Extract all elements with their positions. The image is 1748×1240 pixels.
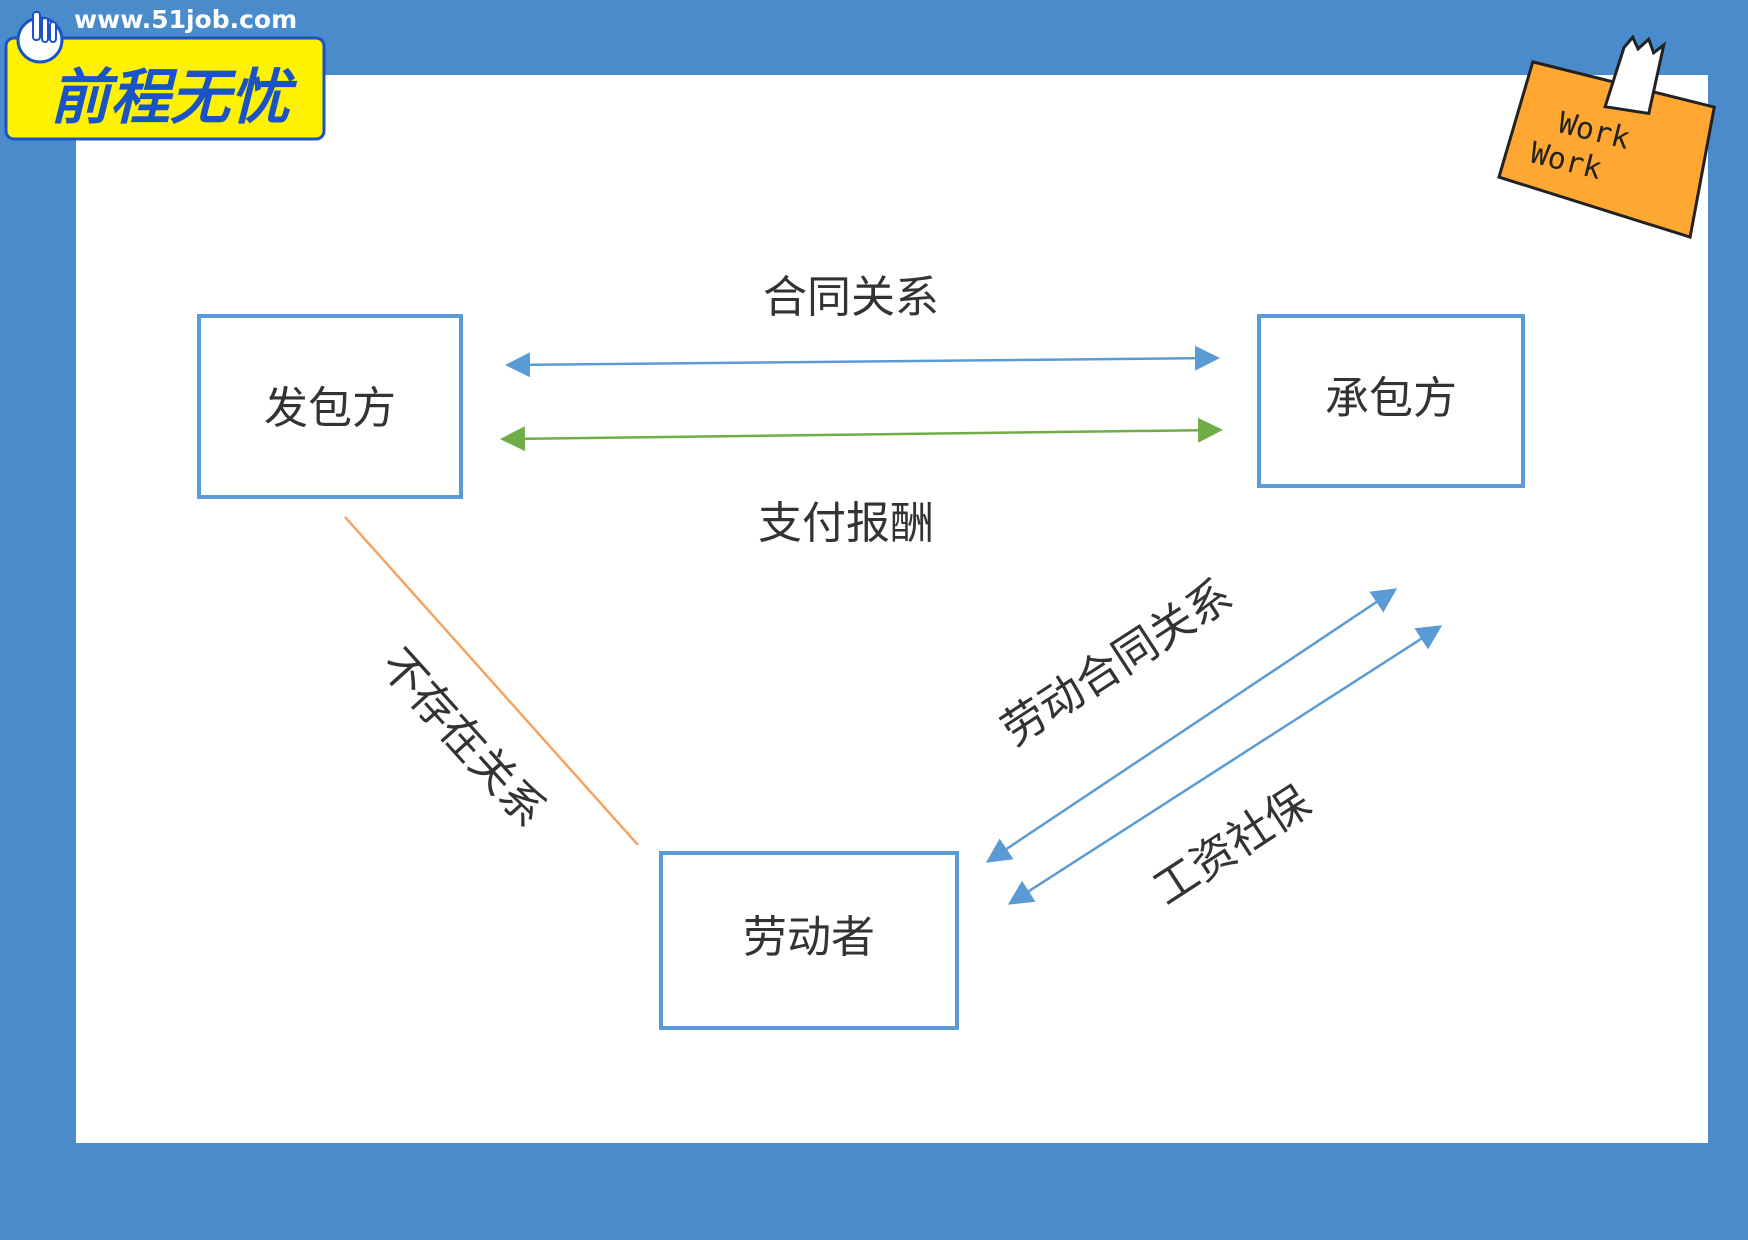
node-label: 发包方 (264, 383, 396, 434)
hand-cursor-icon (16, 11, 64, 64)
logo-url: www.51job.com (74, 5, 297, 34)
contract-arrow (505, 345, 1220, 378)
node-box (659, 851, 959, 1030)
tape-icon (1603, 34, 1667, 116)
node-contractor-issuer: 发包方 (197, 314, 463, 499)
diagram-panel (76, 75, 1708, 1143)
wage-arrow (1007, 625, 1443, 905)
payment-arrow (500, 417, 1223, 452)
node-label: 劳动者 (743, 912, 875, 963)
logo-background (4, 36, 326, 141)
contract-relation-label: 合同关系 (763, 272, 939, 323)
node-contractor: 承包方 (1257, 314, 1525, 488)
work-sticky-note: Work Work (1497, 34, 1716, 240)
logo-name: 前程无忧 (50, 63, 298, 133)
node-box (1257, 314, 1525, 488)
node-worker: 劳动者 (659, 851, 959, 1030)
pay-remuneration-label: 支付报酬 (758, 498, 934, 549)
node-box (197, 314, 463, 499)
site-logo[interactable]: www.51job.com 前程无忧 (4, 5, 326, 141)
wage-social-security-label: 工资社保 (1144, 777, 1319, 916)
no-relation-line (344, 516, 639, 846)
node-label: 承包方 (1325, 373, 1457, 424)
no-relation-label: 不存在关系 (370, 639, 555, 837)
labor-contract-label: 劳动合同关系 (993, 570, 1242, 757)
